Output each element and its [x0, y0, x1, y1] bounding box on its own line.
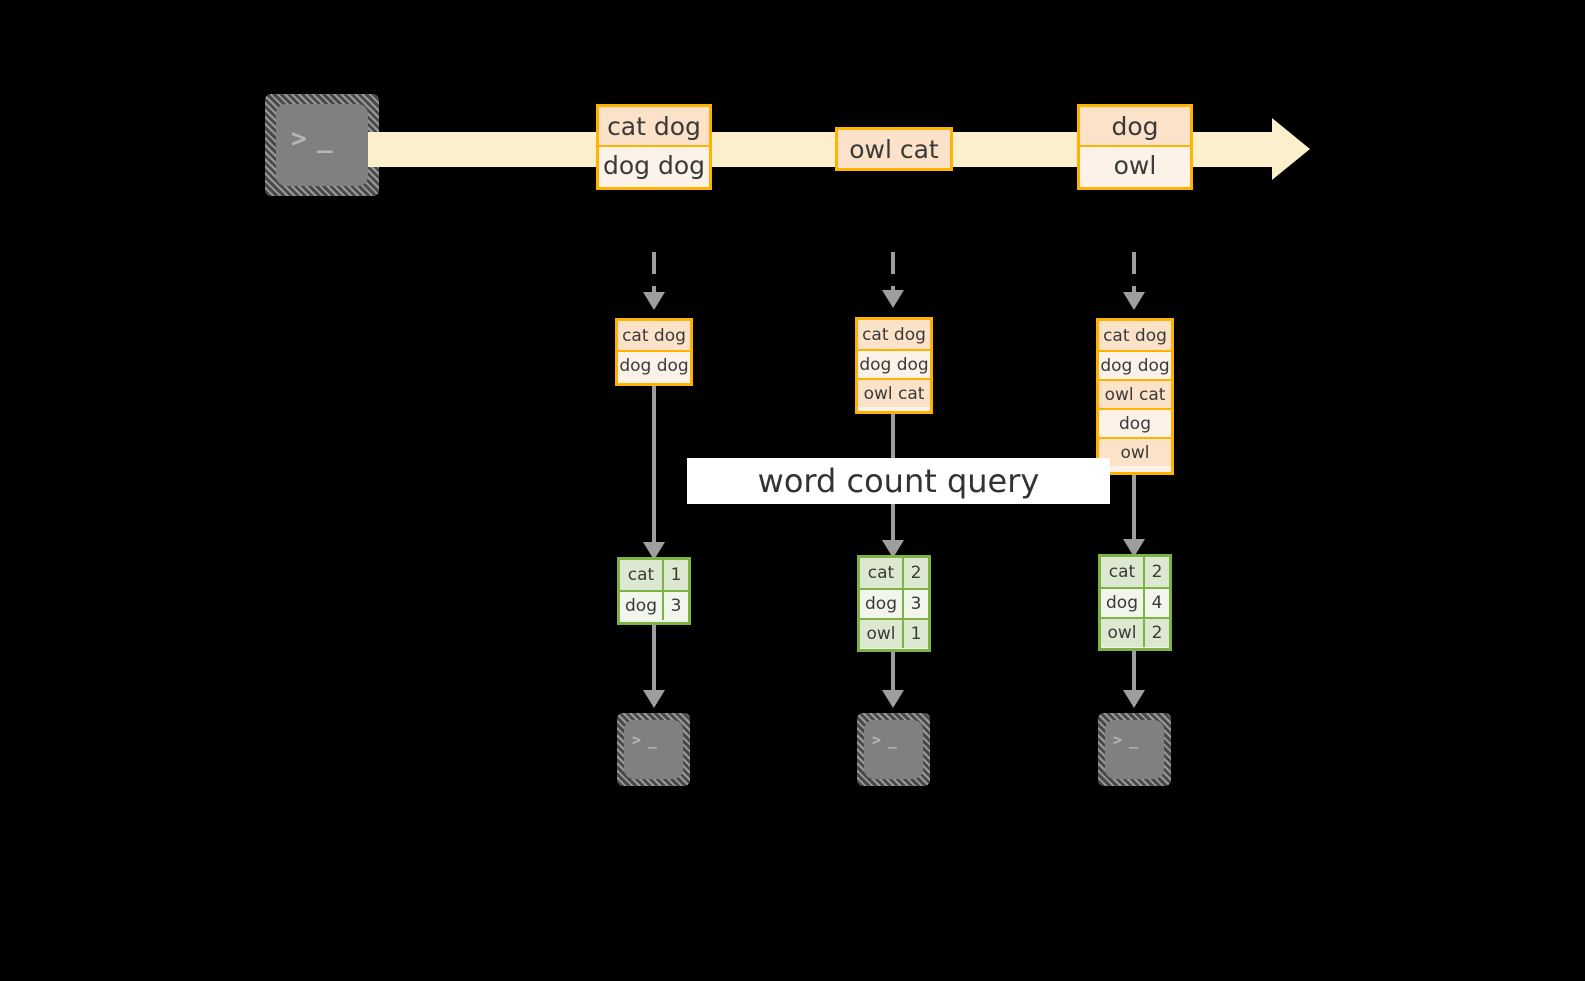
terminal-cursor-glyph: _	[648, 731, 658, 749]
input-record: owl cat	[858, 378, 930, 407]
stream-group-2: owl cat	[835, 127, 953, 171]
stream-group-3: dog owl	[1077, 104, 1193, 190]
terminal-cursor-glyph: _	[888, 731, 898, 749]
table-cell-word: dog	[620, 592, 664, 620]
col3-sink-terminal-icon: > _	[1098, 713, 1171, 786]
col1-sink-line	[652, 625, 656, 697]
stream-tap-arrowhead-col2	[882, 290, 904, 308]
col2-sink-line	[891, 652, 895, 698]
stream-record: dog	[1080, 107, 1190, 145]
stream-arrow-head	[1272, 118, 1310, 180]
col1-query-line	[652, 386, 656, 554]
terminal-face	[276, 104, 368, 186]
query-label-band: word count query	[687, 458, 1110, 504]
stream-tap-line-col3	[1132, 252, 1136, 296]
table-row: dog 4	[1101, 587, 1169, 617]
table-cell-word: owl	[1101, 619, 1145, 647]
col3-result-table: cat 2 dog 4 owl 2	[1098, 554, 1172, 651]
table-cell-count: 4	[1145, 589, 1169, 617]
terminal-face	[864, 720, 923, 779]
input-record: owl cat	[1099, 379, 1171, 408]
col1-input-stack: cat dog dog dog	[615, 318, 693, 386]
input-record: cat dog	[858, 320, 930, 349]
terminal-prompt-glyph: >	[1113, 731, 1123, 749]
col3-sink-arrowhead	[1123, 690, 1145, 708]
input-record: dog dog	[858, 349, 930, 378]
table-row: cat 1	[620, 560, 688, 590]
stream-tap-line-col2	[891, 252, 895, 294]
col1-result-table: cat 1 dog 3	[617, 557, 691, 625]
table-row: dog 3	[620, 590, 688, 620]
table-cell-word: owl	[860, 620, 904, 648]
table-cell-count: 2	[904, 558, 928, 588]
input-record: dog	[1099, 408, 1171, 437]
col3-sink-line	[1132, 651, 1136, 698]
col3-query-arrowhead	[1123, 539, 1145, 557]
input-record: owl	[1099, 437, 1171, 466]
col2-sink-arrowhead	[882, 690, 904, 708]
table-cell-word: cat	[1101, 557, 1145, 587]
terminal-prompt-glyph: >	[291, 124, 307, 154]
col2-input-stack: cat dog dog dog owl cat	[855, 317, 933, 414]
table-cell-word: dog	[860, 590, 904, 618]
input-record: cat dog	[1099, 321, 1171, 350]
stream-record: dog dog	[599, 145, 709, 183]
input-record: cat dog	[618, 321, 690, 350]
stream-record: cat dog	[599, 107, 709, 145]
table-cell-count: 1	[904, 620, 928, 648]
table-cell-word: dog	[1101, 589, 1145, 617]
source-terminal-icon: > _	[265, 94, 379, 196]
table-row: cat 2	[860, 558, 928, 588]
stream-tap-arrowhead-col3	[1123, 292, 1145, 310]
stream-record: owl cat	[838, 130, 950, 168]
table-cell-word: cat	[620, 560, 664, 590]
terminal-prompt-glyph: >	[632, 731, 642, 749]
table-cell-count: 1	[664, 560, 688, 590]
input-record: dog dog	[1099, 350, 1171, 379]
table-cell-count: 3	[904, 590, 928, 618]
col3-query-line	[1132, 475, 1136, 553]
table-cell-count: 3	[664, 592, 688, 620]
col1-sink-terminal-icon: > _	[617, 713, 690, 786]
table-row: dog 3	[860, 588, 928, 618]
table-row: owl 2	[1101, 617, 1169, 647]
table-cell-count: 2	[1145, 619, 1169, 647]
terminal-cursor-glyph: _	[1129, 731, 1139, 749]
col3-input-stack: cat dog dog dog owl cat dog owl	[1096, 318, 1174, 475]
table-cell-word: cat	[860, 558, 904, 588]
terminal-cursor-glyph: _	[317, 124, 333, 154]
stream-group-1: cat dog dog dog	[596, 104, 712, 190]
input-record: dog dog	[618, 350, 690, 379]
col2-query-arrowhead	[882, 540, 904, 558]
table-row: cat 2	[1101, 557, 1169, 587]
terminal-prompt-glyph: >	[872, 731, 882, 749]
query-label: word count query	[757, 462, 1040, 500]
col2-result-table: cat 2 dog 3 owl 1	[857, 555, 931, 652]
col2-sink-terminal-icon: > _	[857, 713, 930, 786]
stream-tap-line-col1	[652, 252, 656, 296]
table-row: owl 1	[860, 618, 928, 648]
col1-query-arrowhead	[643, 542, 665, 560]
terminal-face	[1105, 720, 1164, 779]
stream-record: owl	[1080, 145, 1190, 183]
terminal-face	[624, 720, 683, 779]
col1-sink-arrowhead	[643, 690, 665, 708]
stream-tap-arrowhead-col1	[643, 292, 665, 310]
table-cell-count: 2	[1145, 557, 1169, 587]
